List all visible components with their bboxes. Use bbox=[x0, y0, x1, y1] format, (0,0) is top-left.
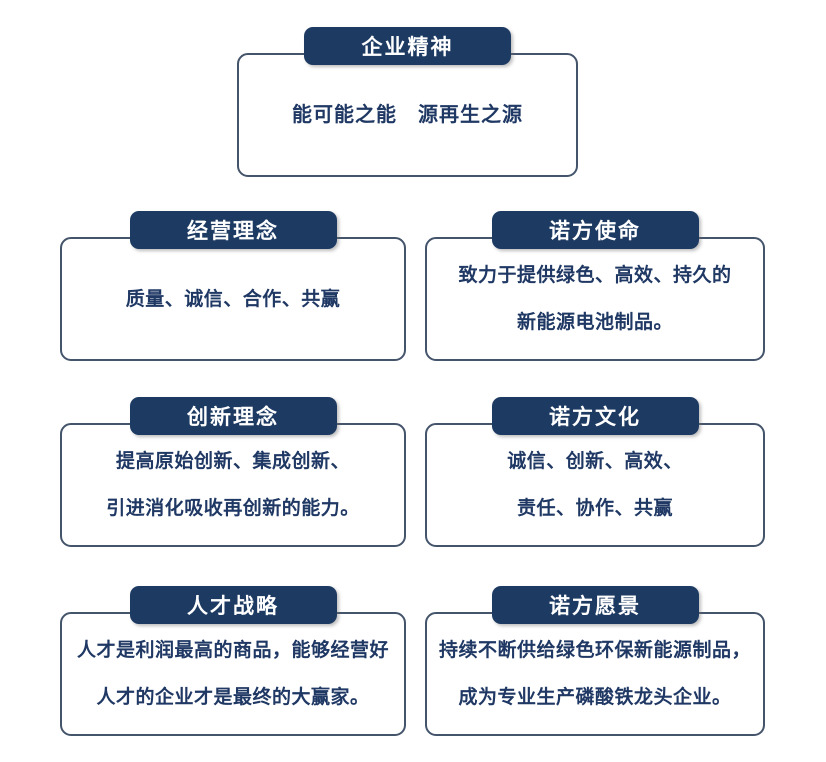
card-title: 诺方使命 bbox=[549, 220, 641, 243]
card-nuofang-vision: 诺方愿景 持续不断供给绿色环保新能源制品， 成为专业生产磷酸铁龙头企业。 bbox=[425, 586, 765, 736]
card-body-business-philosophy: 质量、诚信、合作、共赢 bbox=[60, 237, 406, 361]
card-title: 诺方文化 bbox=[549, 406, 641, 429]
card-nuofang-culture: 诺方文化 诚信、创新、高效、 责任、协作、共赢 bbox=[425, 397, 765, 547]
card-tab-nuofang-vision: 诺方愿景 bbox=[491, 586, 699, 624]
card-body-text: 责任、协作、共赢 bbox=[516, 498, 673, 519]
card-title: 经营理念 bbox=[187, 220, 279, 243]
card-tab-innovation-philosophy: 创新理念 bbox=[129, 397, 337, 435]
card-nuofang-mission: 诺方使命 致力于提供绿色、高效、持久的 新能源电池制品。 bbox=[425, 211, 765, 361]
card-title: 人才战略 bbox=[187, 595, 279, 618]
card-body-text: 新能源电池制品。 bbox=[516, 312, 673, 333]
card-body-text: 诚信、创新、高效、 bbox=[507, 451, 683, 472]
card-business-philosophy: 经营理念 质量、诚信、合作、共赢 bbox=[60, 211, 406, 361]
card-body-talent-strategy: 人才是利润最高的商品，能够经营好 人才的企业才是最终的大赢家。 bbox=[60, 612, 406, 736]
card-body-enterprise-spirit: 能可能之能 源再生之源 bbox=[237, 53, 578, 177]
card-body-text: 成为专业生产磷酸铁龙头企业。 bbox=[458, 687, 732, 708]
card-body-text: 质量、诚信、合作、共赢 bbox=[125, 288, 341, 310]
card-tab-business-philosophy: 经营理念 bbox=[129, 211, 337, 249]
card-body-text: 引进消化吸收再创新的能力。 bbox=[106, 498, 360, 519]
card-title: 企业精神 bbox=[361, 36, 454, 59]
card-tab-talent-strategy: 人才战略 bbox=[129, 586, 337, 624]
card-body-innovation-philosophy: 提高原始创新、集成创新、 引进消化吸收再创新的能力。 bbox=[60, 423, 406, 547]
card-talent-strategy: 人才战略 人才是利润最高的商品，能够经营好 人才的企业才是最终的大赢家。 bbox=[60, 586, 406, 736]
card-body-text: 人才是利润最高的商品，能够经营好 bbox=[76, 640, 389, 661]
card-title: 诺方愿景 bbox=[549, 595, 641, 618]
card-body-nuofang-mission: 致力于提供绿色、高效、持久的 新能源电池制品。 bbox=[425, 237, 765, 361]
card-title: 创新理念 bbox=[187, 406, 279, 429]
card-innovation-philosophy: 创新理念 提高原始创新、集成创新、 引进消化吸收再创新的能力。 bbox=[60, 397, 406, 547]
card-body-nuofang-culture: 诚信、创新、高效、 责任、协作、共赢 bbox=[425, 423, 765, 547]
card-tab-nuofang-culture: 诺方文化 bbox=[491, 397, 699, 435]
card-enterprise-spirit: 企业精神 能可能之能 源再生之源 bbox=[237, 27, 578, 177]
card-body-text: 能可能之能 源再生之源 bbox=[292, 103, 523, 126]
card-body-text: 持续不断供给绿色环保新能源制品， bbox=[438, 640, 751, 661]
card-tab-enterprise-spirit: 企业精神 bbox=[304, 27, 511, 65]
card-body-text: 提高原始创新、集成创新、 bbox=[115, 451, 350, 472]
card-body-text: 致力于提供绿色、高效、持久的 bbox=[458, 265, 732, 286]
card-body-text: 人才的企业才是最终的大赢家。 bbox=[96, 687, 370, 708]
card-body-nuofang-vision: 持续不断供给绿色环保新能源制品， 成为专业生产磷酸铁龙头企业。 bbox=[425, 612, 765, 736]
card-tab-nuofang-mission: 诺方使命 bbox=[491, 211, 699, 249]
